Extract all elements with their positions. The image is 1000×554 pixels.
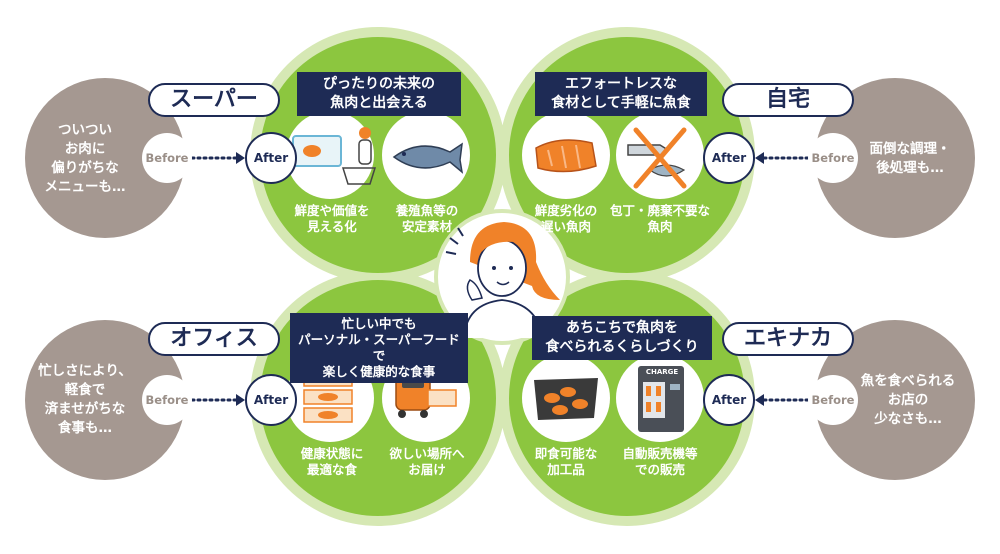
after-badge-home: After [703, 132, 755, 184]
person-center [434, 209, 570, 345]
header-super: ぴったりの未来の 魚肉と出会える [297, 72, 461, 116]
vending-machine-icon [616, 354, 704, 442]
no-knife-icon [616, 111, 704, 199]
fish-icon [382, 111, 470, 199]
before-text-ekinaka: 魚を食べられる お店の 少なさも… [860, 373, 956, 427]
fish-dish-icon [522, 354, 610, 442]
shopper-screen-icon [286, 111, 377, 199]
header-home: エフォートレスな 食材として手軽に魚食 [535, 72, 707, 116]
before-text-super: ついつい お肉に 偏りがちな メニューも… [44, 122, 126, 195]
before-text-office: 忙しさにより、 軽食で 済ませがちな 食事も… [38, 363, 132, 436]
before-text-home: 面倒な調理・ 後処理も… [869, 141, 951, 176]
after-badge-office: After [245, 374, 297, 426]
header-ekinaka: あちこちで魚肉を 食べられるくらしづくり [532, 316, 712, 360]
caption-home-2: 包丁・廃棄不要な 魚肉 [609, 203, 710, 234]
location-office: オフィス [148, 322, 280, 356]
caption-office-1: 健康状態に 最適な食 [300, 446, 364, 477]
arrow-lines [190, 156, 810, 402]
location-super: スーパー [148, 83, 280, 117]
before-badge-super: Before [142, 133, 192, 183]
vending-label: CHARGE [645, 368, 679, 376]
caption-super-2: 養殖魚等の 安定素材 [395, 203, 459, 234]
caption-office-2: 欲しい場所へ お届け [389, 446, 465, 477]
before-circle-home [815, 78, 975, 238]
header-office: 忙しい中でも パーソナル・スーパーフードで 楽しく健康的な食事 [290, 313, 468, 383]
location-home: 自宅 [722, 83, 854, 117]
caption-home-1: 鮮度劣化の 遅い魚肉 [534, 203, 598, 234]
fish-fillet-icon [522, 111, 610, 199]
before-badge-ekinaka: Before [808, 375, 858, 425]
before-circle-ekinaka [815, 320, 975, 480]
after-badge-super: After [245, 132, 297, 184]
caption-ekinaka-1: 即食可能な 加工品 [534, 446, 598, 477]
arrow-heads [236, 152, 764, 406]
location-ekinaka: エキナカ [722, 322, 854, 356]
before-circle-office [25, 320, 185, 480]
caption-super-1: 鮮度や価値を 見える化 [294, 203, 370, 234]
after-badge-ekinaka: After [703, 374, 755, 426]
before-badge-home: Before [808, 133, 858, 183]
caption-ekinaka-2: 自動販売機等 での販売 [622, 446, 698, 477]
before-badge-office: Before [142, 375, 192, 425]
before-circle-super [25, 78, 185, 238]
